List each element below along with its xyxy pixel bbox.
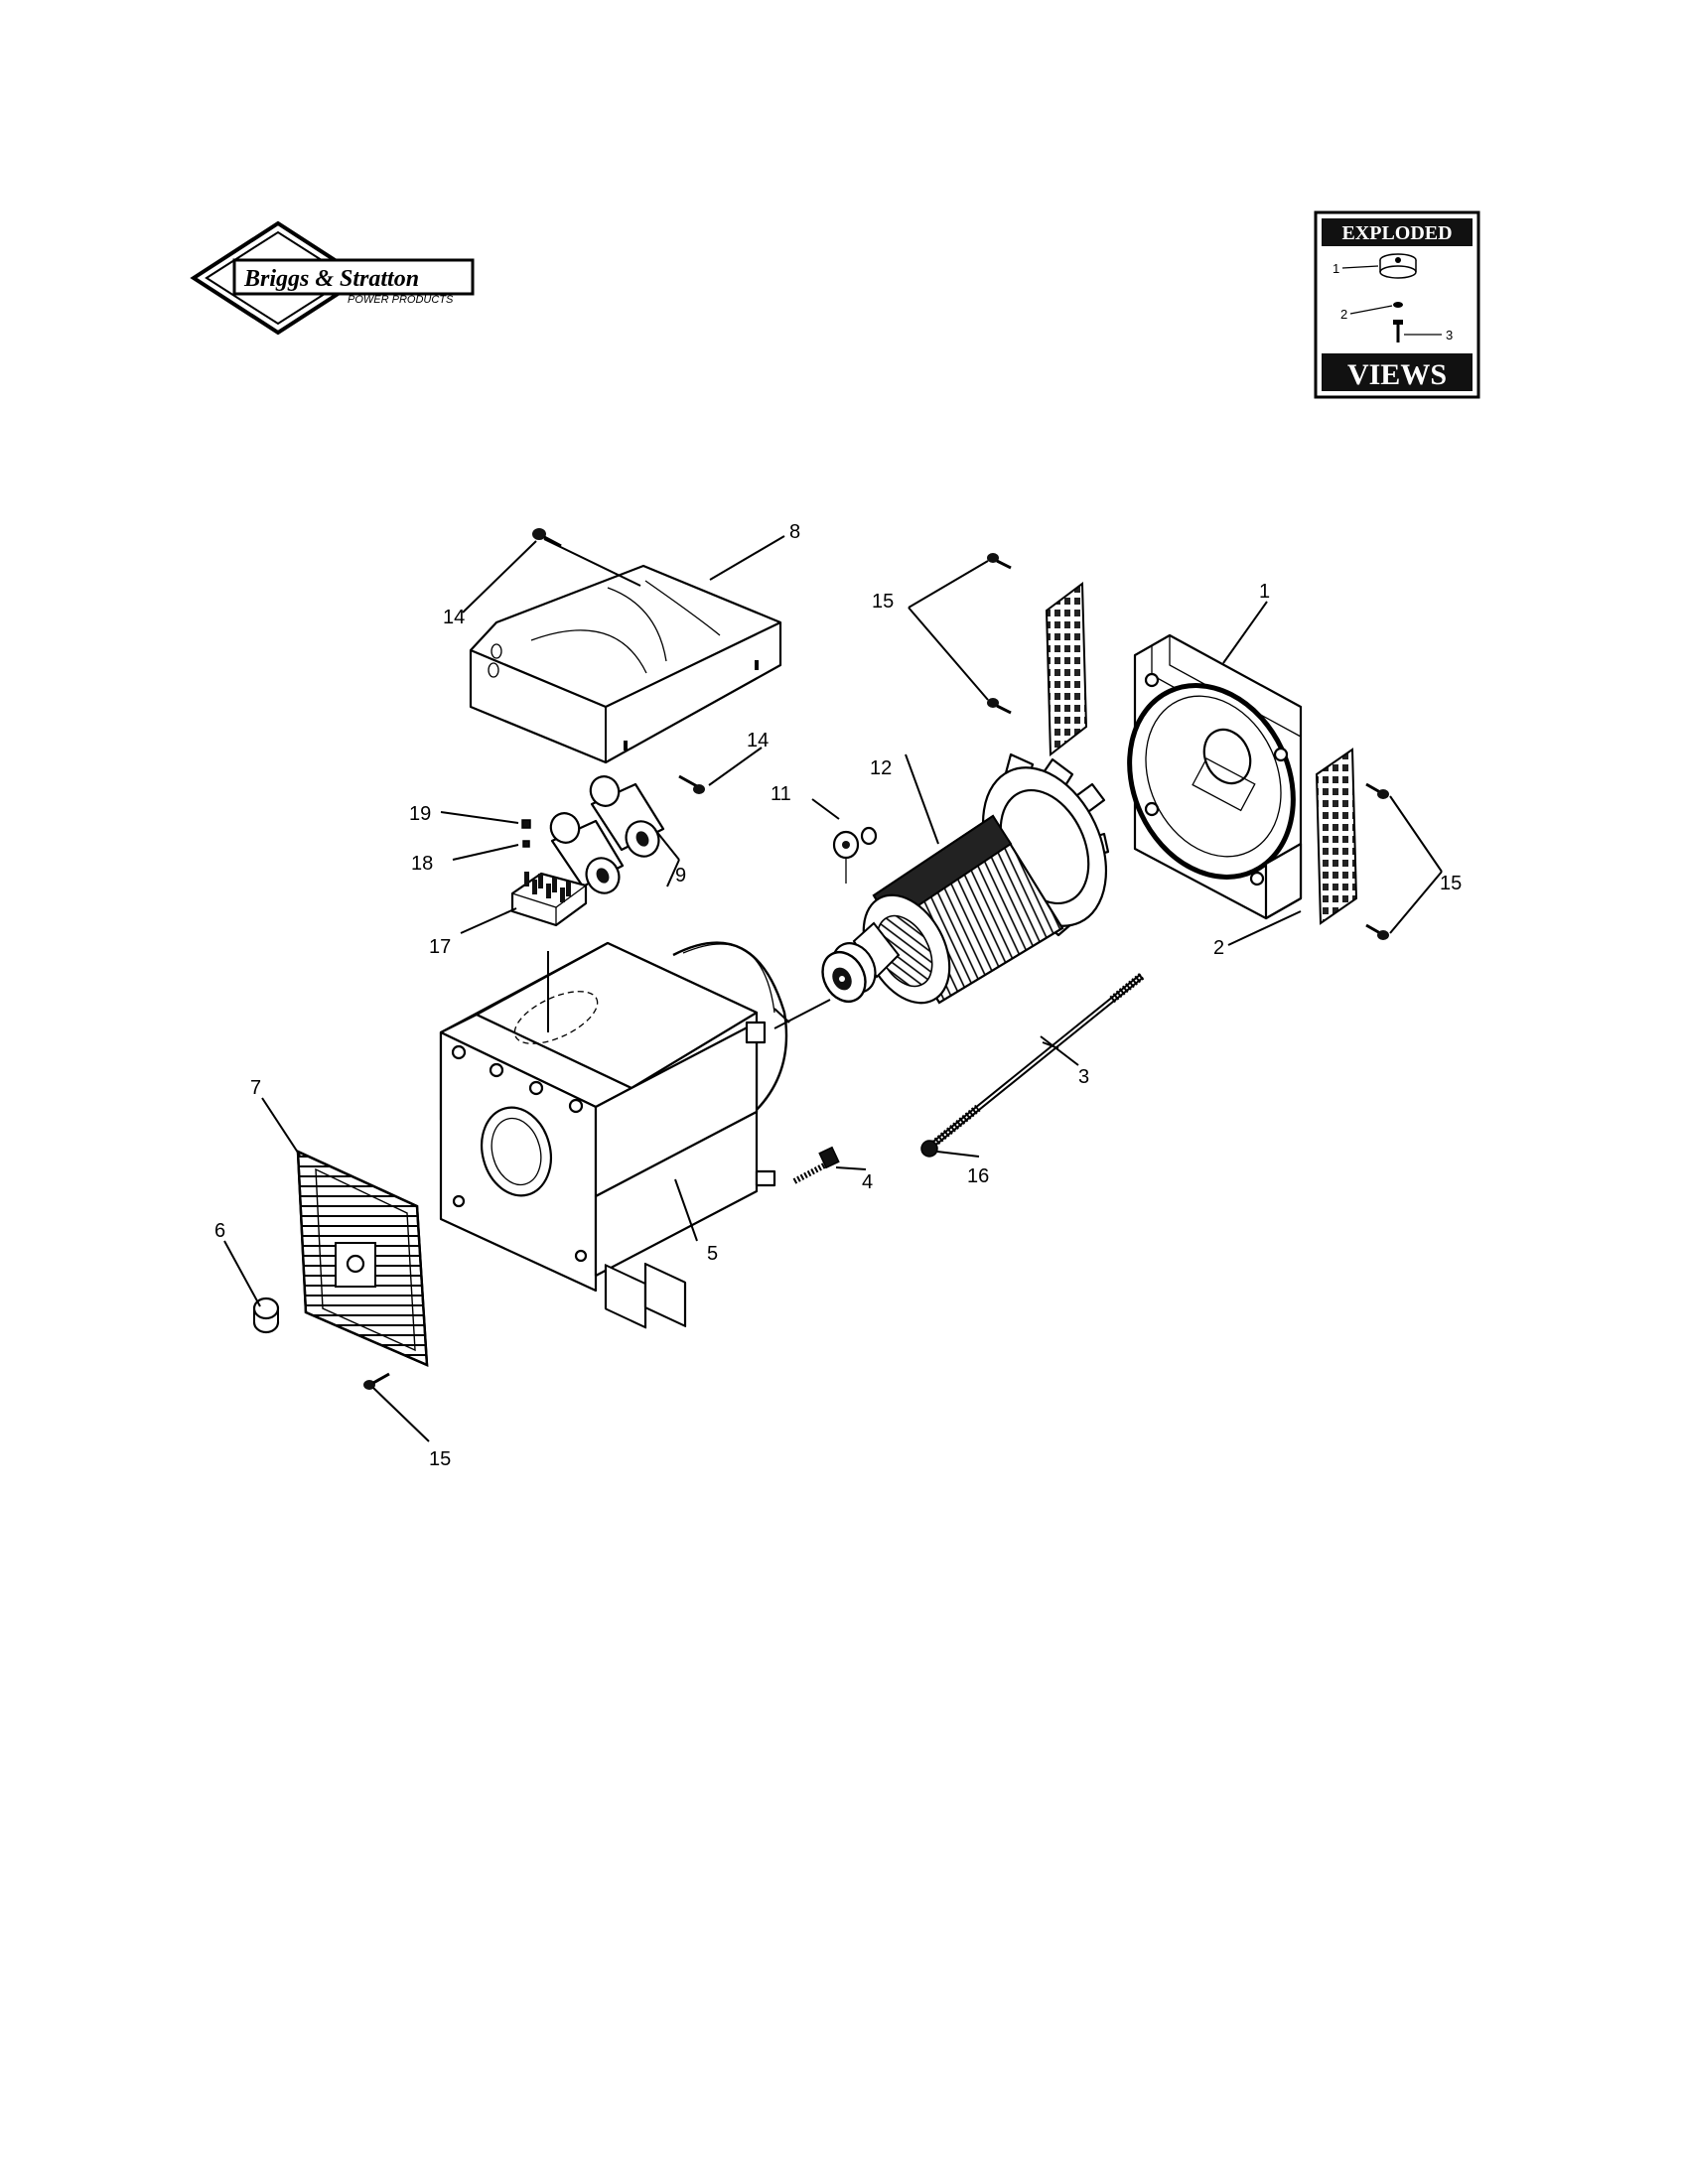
stator-housing xyxy=(439,941,788,1329)
screw-15-e xyxy=(363,1372,390,1390)
screw-15-d xyxy=(1365,923,1389,940)
terminal-block xyxy=(510,819,588,927)
callout-3: 3 xyxy=(1078,1066,1089,1088)
brand-logo: Briggs & Stratton POWER PRODUCTS xyxy=(190,220,475,336)
screen-lower xyxy=(1315,748,1358,925)
badge-bottom-text: VIEWS xyxy=(1347,358,1447,391)
capacitors xyxy=(549,775,665,894)
badge-callout-3: 3 xyxy=(1446,328,1453,342)
end-plug xyxy=(252,1297,280,1334)
nut-19 xyxy=(521,819,531,829)
top-cover xyxy=(469,564,782,764)
callout-14-top: 14 xyxy=(443,607,465,628)
callout-15-bottom: 15 xyxy=(429,1448,451,1470)
screw-15-b xyxy=(987,698,1012,715)
logo-brand: Briggs & Stratton xyxy=(243,266,419,292)
callout-16: 16 xyxy=(967,1165,989,1187)
badge-top-text: EXPLODED xyxy=(1341,222,1452,244)
callout-7: 7 xyxy=(250,1077,261,1099)
screw-14-right xyxy=(678,774,705,794)
callout-5: 5 xyxy=(707,1243,718,1265)
callout-8: 8 xyxy=(789,521,800,543)
brush-holder xyxy=(832,826,878,884)
callout-6: 6 xyxy=(214,1220,225,1242)
nut-16 xyxy=(920,1140,938,1158)
callout-15-upper: 15 xyxy=(872,591,894,613)
washer-18 xyxy=(522,840,530,848)
screen-upper xyxy=(1045,582,1088,757)
thru-bolt xyxy=(927,972,1145,1151)
callout-19: 19 xyxy=(409,803,431,825)
badge-callout-1: 1 xyxy=(1333,261,1339,276)
callout-18: 18 xyxy=(411,853,433,875)
badge-callout-2: 2 xyxy=(1340,307,1347,322)
callout-14-right: 14 xyxy=(747,730,769,751)
stud xyxy=(792,1146,840,1184)
callout-17: 17 xyxy=(429,936,451,958)
callout-2: 2 xyxy=(1213,937,1224,959)
callout-1: 1 xyxy=(1259,581,1270,603)
screw-15-a xyxy=(987,553,1012,570)
end-grille xyxy=(296,1150,429,1367)
leader-lines xyxy=(223,535,1443,1442)
logo-sub: POWER PRODUCTS xyxy=(348,294,454,306)
callout-labels: 1 2 3 4 5 6 7 8 9 11 12 14 14 15 15 15 1… xyxy=(214,521,1462,1470)
rotor-assembly xyxy=(821,752,1110,1005)
callout-9: 9 xyxy=(675,865,686,887)
exploded-views-badge: EXPLODED VIEWS 1 2 3 xyxy=(1314,210,1480,399)
screw-15-c xyxy=(1365,782,1389,799)
callout-11: 11 xyxy=(771,783,791,805)
screw-14-top xyxy=(532,528,562,548)
end-bell xyxy=(1127,633,1303,920)
callout-15-right: 15 xyxy=(1440,873,1462,894)
screws xyxy=(363,528,1389,1390)
callout-12: 12 xyxy=(870,757,892,779)
callout-4: 4 xyxy=(862,1171,873,1193)
